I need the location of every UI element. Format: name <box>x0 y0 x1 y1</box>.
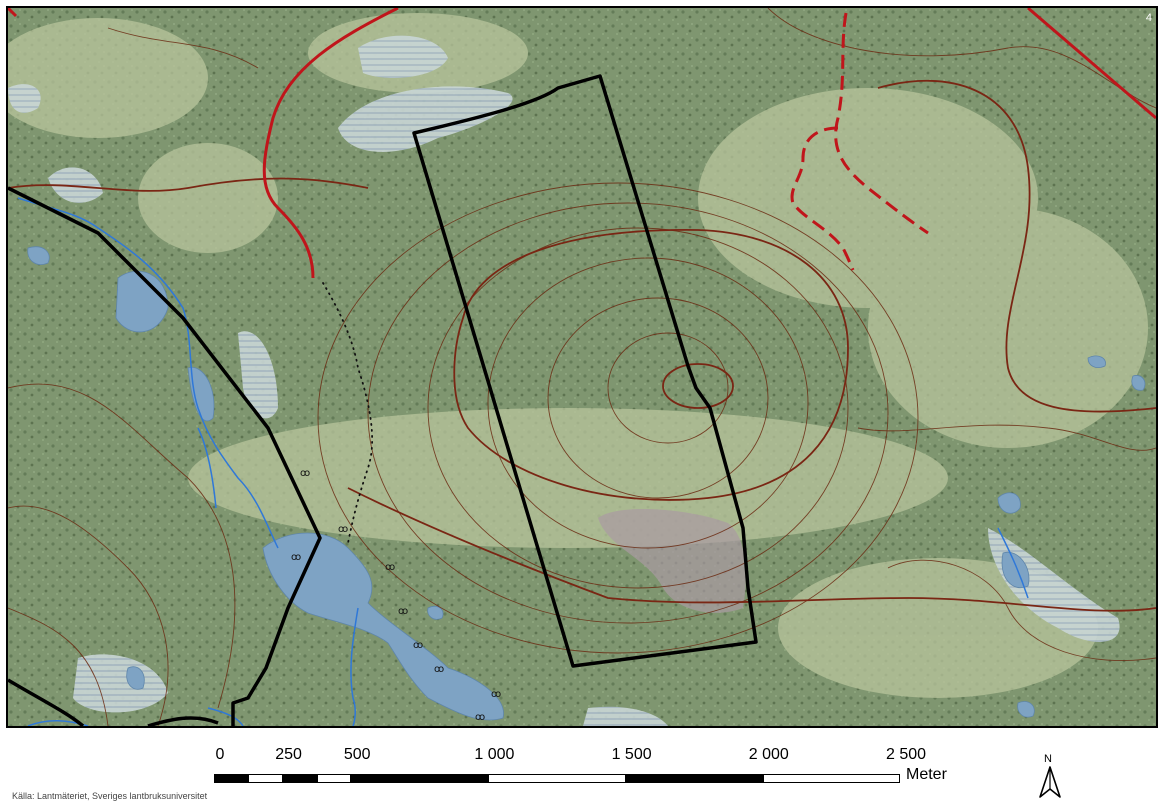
svg-text:ꝏ: ꝏ <box>434 664 444 675</box>
scale-segment-3 <box>316 774 352 783</box>
forest-roads <box>790 12 929 271</box>
scale-label-5: 2 000 <box>748 746 789 763</box>
main-lake <box>262 532 504 721</box>
north-label: N <box>1044 753 1052 765</box>
map-symbols: ꝏ ꝏ ꝏ ꝏ ꝏ ꝏ ꝏ ꝏ ꝏ <box>291 468 501 723</box>
scale-segment-1 <box>248 774 283 783</box>
footpath <box>322 282 374 544</box>
road-west <box>262 8 399 279</box>
roads <box>8 8 1156 279</box>
map-canvas[interactable]: ꝏ ꝏ ꝏ ꝏ ꝏ ꝏ ꝏ ꝏ ꝏ <box>8 8 1156 726</box>
north-arrow: N <box>1036 753 1064 799</box>
scale-segment-6 <box>625 774 763 783</box>
contour-lines <box>8 8 1156 726</box>
scale-label-6: 2 500 <box>885 746 927 763</box>
svg-text:ꝏ: ꝏ <box>385 562 395 573</box>
road-northwest <box>8 8 18 18</box>
scale-label-0: 0 <box>215 746 225 763</box>
scale-segment-0 <box>214 774 249 783</box>
scale-label-4: 1 500 <box>611 746 652 763</box>
map-credit: Källa: Lantmäteriet, Sveriges lantbruksu… <box>12 791 208 801</box>
scale-segment-2 <box>282 774 317 783</box>
scale-segment-7 <box>762 774 900 783</box>
clearings <box>8 13 1148 698</box>
scale-segment-5 <box>488 774 626 783</box>
project-area-polygon <box>412 74 758 668</box>
map-corner-text: 4 <box>1145 12 1152 24</box>
highlighted-area <box>598 508 746 613</box>
svg-text:ꝏ: ꝏ <box>338 524 348 535</box>
scale-segment-4 <box>351 774 489 783</box>
map-frame[interactable]: ꝏ ꝏ ꝏ ꝏ ꝏ ꝏ ꝏ ꝏ ꝏ 4 <box>6 6 1158 728</box>
north-arrow-icon <box>1039 766 1061 798</box>
lakes <box>27 246 1146 721</box>
svg-text:ꝏ: ꝏ <box>300 468 310 479</box>
svg-text:ꝏ: ꝏ <box>413 640 423 651</box>
scale-label-2: 500 <box>343 746 371 763</box>
svg-text:ꝏ: ꝏ <box>491 689 501 700</box>
scale-label-3: 1 000 <box>474 746 515 763</box>
scale-label-1: 250 <box>275 746 302 763</box>
svg-text:ꝏ: ꝏ <box>398 606 408 617</box>
svg-text:ꝏ: ꝏ <box>475 712 485 723</box>
wetland-areas <box>8 35 1120 726</box>
road-east <box>1027 8 1156 120</box>
svg-text:ꝏ: ꝏ <box>291 552 301 563</box>
streams <box>17 197 1029 726</box>
scale-unit: Meter <box>906 766 947 783</box>
administrative-boundary <box>8 186 322 726</box>
